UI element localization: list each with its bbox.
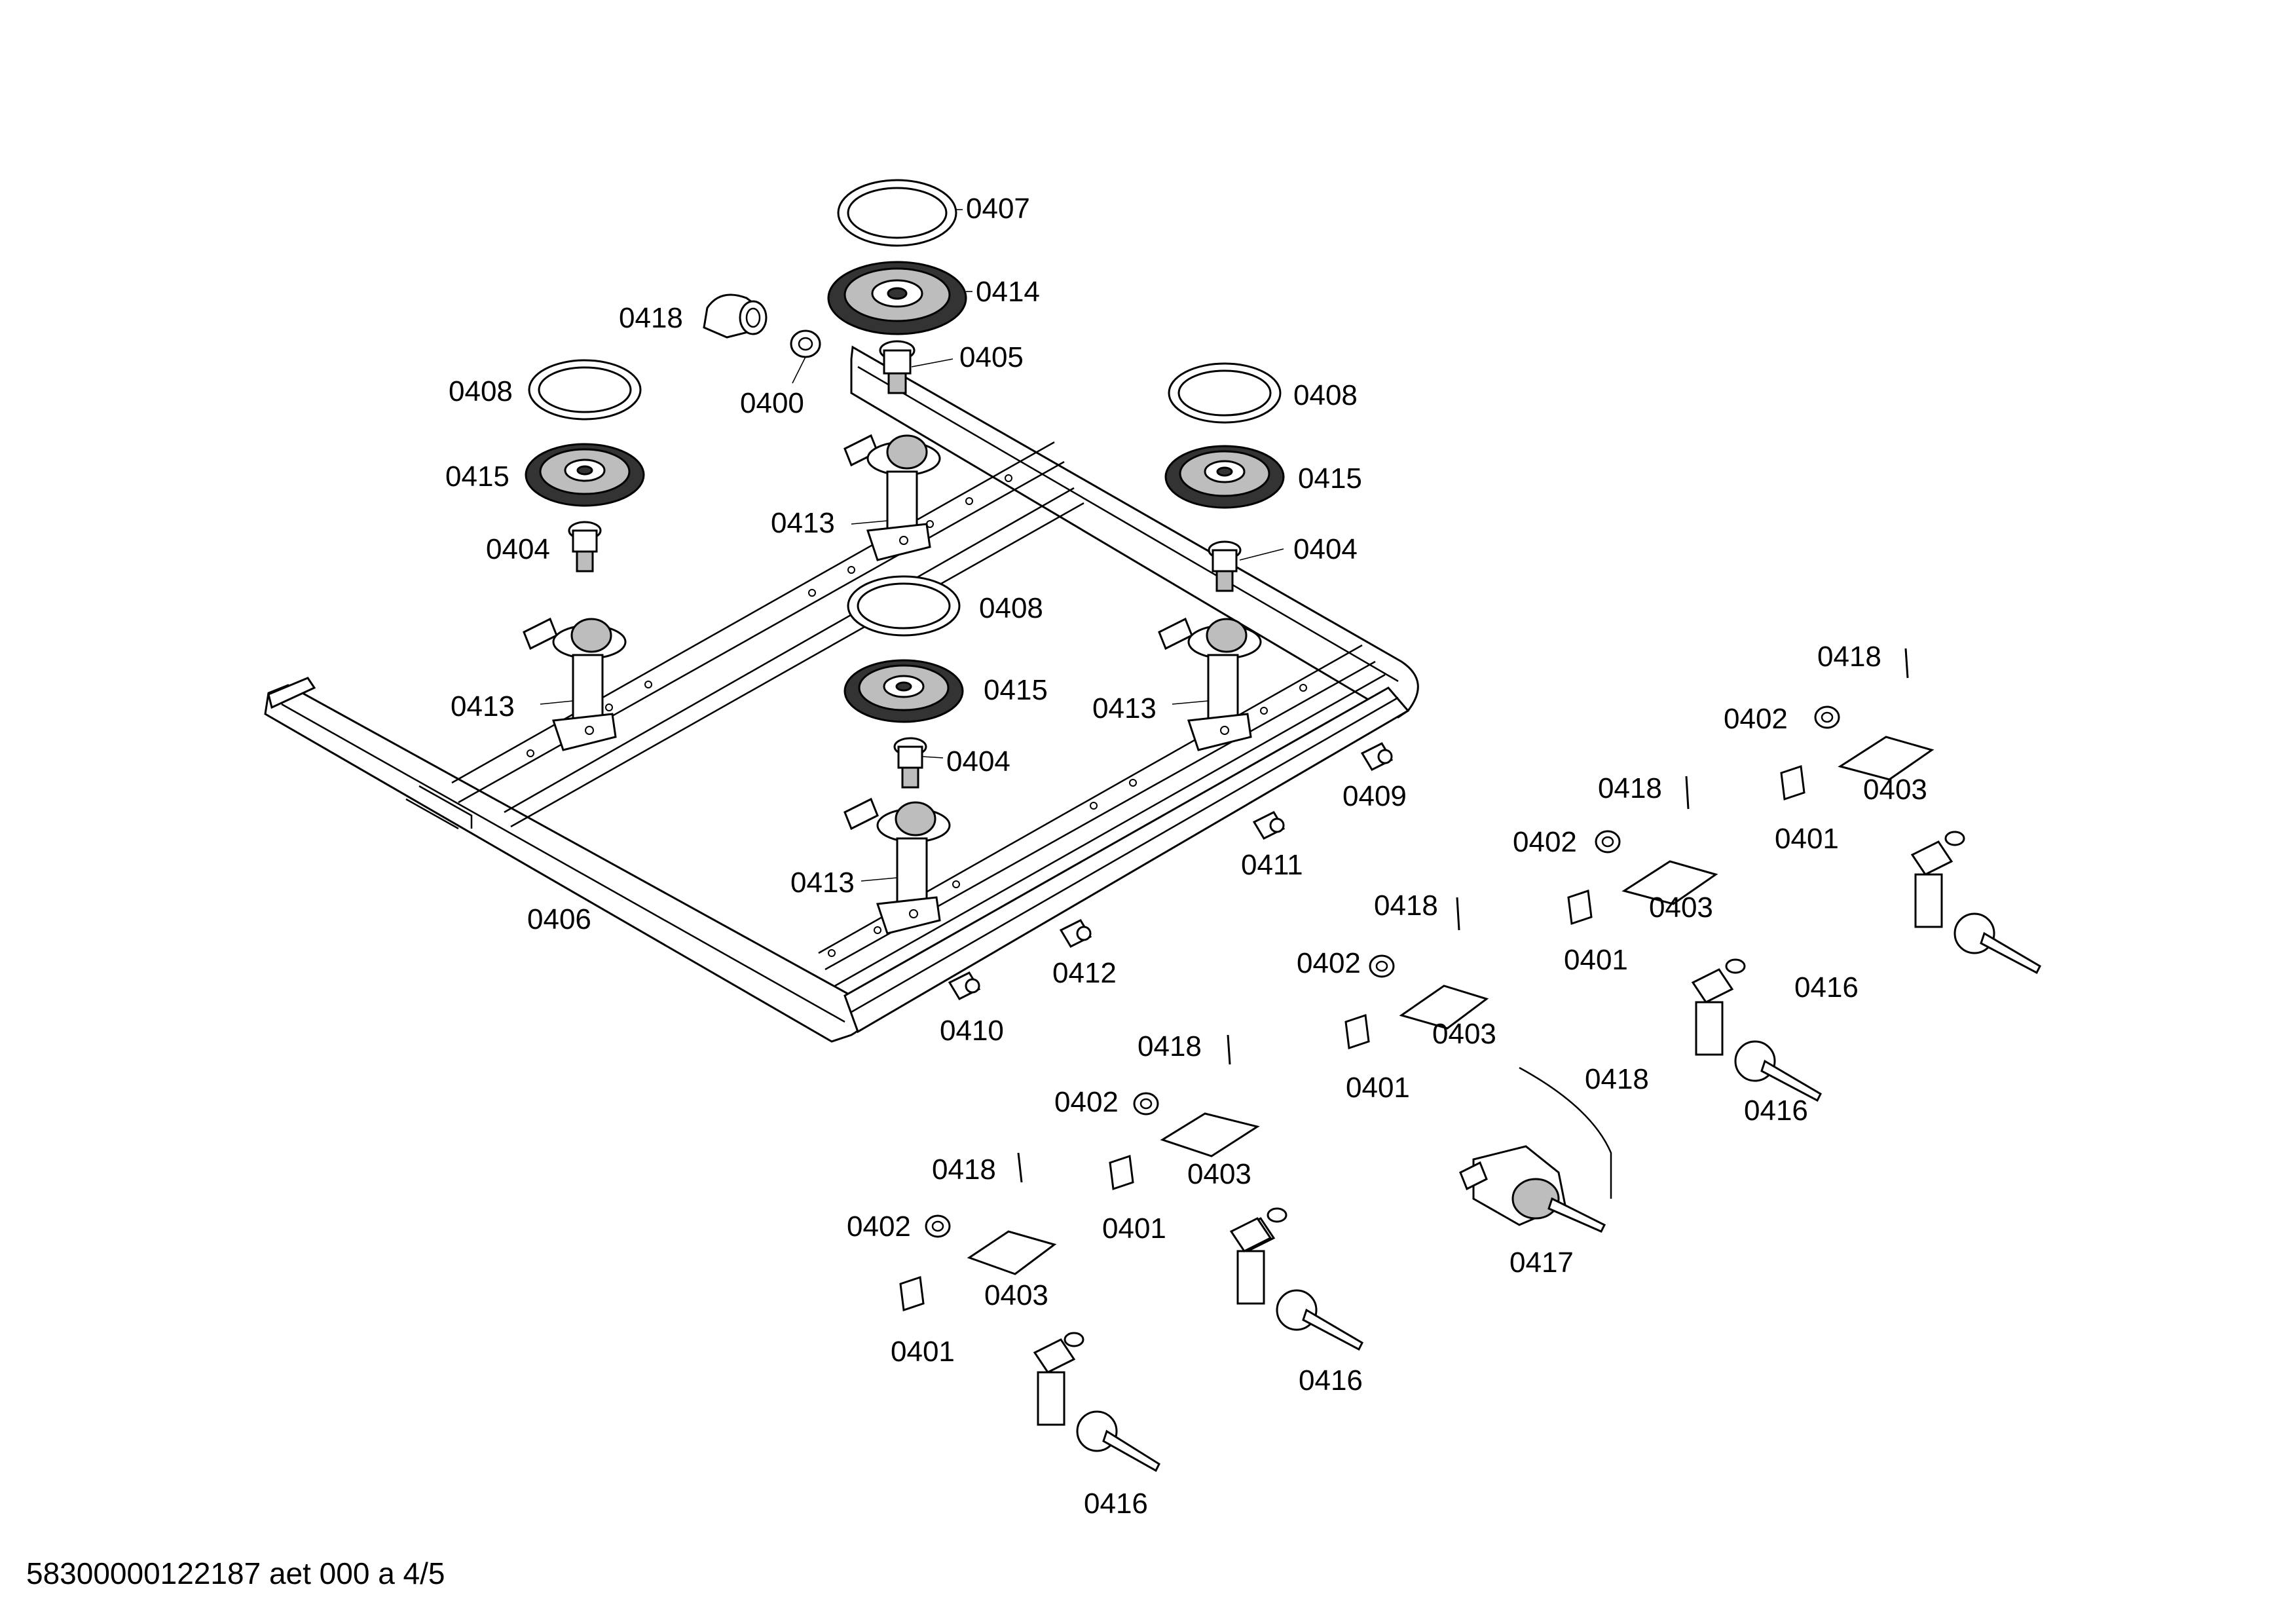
label-0418-pipe: 0418 bbox=[1585, 1063, 1649, 1095]
label-g5-0401: 0401 bbox=[1775, 823, 1839, 855]
label-g2-0401: 0401 bbox=[1102, 1212, 1166, 1245]
label-0415-right: 0415 bbox=[1298, 462, 1362, 495]
label-g1-0416: 0416 bbox=[1084, 1488, 1148, 1520]
label-0413-center-bottom: 0413 bbox=[790, 867, 855, 899]
label-0413-right: 0413 bbox=[1092, 692, 1157, 724]
burner-head-large bbox=[827, 261, 967, 335]
label-0410: 0410 bbox=[940, 1015, 1004, 1047]
label-g3-0403: 0403 bbox=[1432, 1018, 1496, 1050]
label-g2-0402: 0402 bbox=[1054, 1086, 1119, 1118]
label-g1-0418: 0418 bbox=[932, 1154, 996, 1186]
label-g4-0416: 0416 bbox=[1794, 971, 1859, 1004]
label-0418-elbow: 0418 bbox=[619, 302, 683, 334]
label-0407: 0407 bbox=[966, 193, 1030, 225]
label-g3-0416: 0416 bbox=[1744, 1095, 1808, 1127]
label-0404-left: 0404 bbox=[486, 533, 550, 565]
label-0415-left: 0415 bbox=[445, 460, 509, 493]
label-g3-0402: 0402 bbox=[1297, 947, 1361, 979]
burner-body-left bbox=[523, 617, 627, 751]
fitting-0412 bbox=[1059, 919, 1092, 948]
label-0412: 0412 bbox=[1052, 957, 1117, 989]
label-0413-left: 0413 bbox=[451, 690, 515, 723]
burner-cap-ring-right bbox=[1168, 362, 1282, 424]
label-0414: 0414 bbox=[976, 276, 1040, 308]
burner-head-right bbox=[1164, 445, 1285, 509]
label-g2-0416: 0416 bbox=[1299, 1364, 1363, 1397]
label-g1-0402: 0402 bbox=[847, 1210, 911, 1243]
label-g5-0403: 0403 bbox=[1863, 774, 1927, 806]
fitting-0411 bbox=[1252, 811, 1286, 840]
fitting-0410 bbox=[948, 971, 981, 1000]
label-0409: 0409 bbox=[1342, 780, 1407, 812]
burner-cap-ring-left bbox=[528, 359, 642, 421]
label-0408-left: 0408 bbox=[449, 375, 513, 407]
seal-washer-0400 bbox=[790, 329, 821, 358]
label-g1-0403: 0403 bbox=[984, 1279, 1048, 1311]
valve-group-3 bbox=[1344, 897, 1822, 1102]
injector-nozzle-left bbox=[568, 521, 602, 572]
valve-group-4 bbox=[1567, 776, 1718, 926]
burner-body-right bbox=[1158, 617, 1262, 751]
label-g3-0401: 0401 bbox=[1346, 1072, 1410, 1104]
label-0408-center: 0408 bbox=[979, 592, 1043, 624]
label-0415-center: 0415 bbox=[984, 674, 1048, 706]
gas-valve-lower-left bbox=[1229, 1217, 1272, 1252]
label-0406: 0406 bbox=[527, 903, 591, 935]
burner-head-center bbox=[843, 659, 964, 723]
valve-group-1 bbox=[899, 1152, 1160, 1473]
label-0405: 0405 bbox=[959, 341, 1024, 373]
gas-manifold-frame bbox=[264, 345, 1419, 1043]
burner-cap-ring-top bbox=[837, 179, 957, 247]
injector-nozzle-top bbox=[879, 340, 916, 394]
callout-labels: 0407 0414 0418 0405 0400 0408 0415 0404 … bbox=[445, 193, 1927, 1520]
label-g5-0402: 0402 bbox=[1724, 703, 1788, 735]
burner-cap-ring-center bbox=[847, 575, 961, 637]
valve-group-5 bbox=[1780, 648, 2041, 975]
label-g1-0401: 0401 bbox=[891, 1336, 955, 1368]
burner-body-bottom-center bbox=[843, 797, 951, 935]
label-0408-right: 0408 bbox=[1293, 379, 1358, 411]
label-0404-right: 0404 bbox=[1293, 533, 1358, 565]
label-0417: 0417 bbox=[1509, 1247, 1574, 1279]
injector-nozzle-right bbox=[1208, 540, 1242, 592]
label-0400: 0400 bbox=[740, 387, 804, 419]
label-0404-center: 0404 bbox=[946, 745, 1010, 778]
label-g2-0418: 0418 bbox=[1138, 1030, 1202, 1062]
label-0411: 0411 bbox=[1241, 849, 1303, 881]
label-g2-0403: 0403 bbox=[1187, 1158, 1251, 1190]
label-g4-0418: 0418 bbox=[1598, 772, 1662, 804]
label-g4-0401: 0401 bbox=[1564, 944, 1628, 976]
leader-lines bbox=[540, 209, 1284, 882]
label-g3-0418: 0418 bbox=[1374, 890, 1438, 922]
valve-group-2 bbox=[1109, 1034, 1363, 1351]
fitting-0409 bbox=[1360, 742, 1394, 771]
elbow-fitting bbox=[703, 293, 768, 339]
thermostat-valve bbox=[1459, 1066, 1612, 1233]
label-g5-0418: 0418 bbox=[1817, 641, 1881, 673]
drawing-footer-id: 58300000122187 aet 000 a 4/5 bbox=[26, 1556, 445, 1590]
label-g4-0403: 0403 bbox=[1649, 891, 1713, 924]
label-g4-0402: 0402 bbox=[1513, 826, 1577, 858]
burner-head-left bbox=[525, 443, 645, 507]
burner-body-top-center bbox=[843, 434, 941, 561]
injector-nozzle-center bbox=[893, 737, 927, 789]
label-0413-center-top: 0413 bbox=[771, 507, 835, 539]
